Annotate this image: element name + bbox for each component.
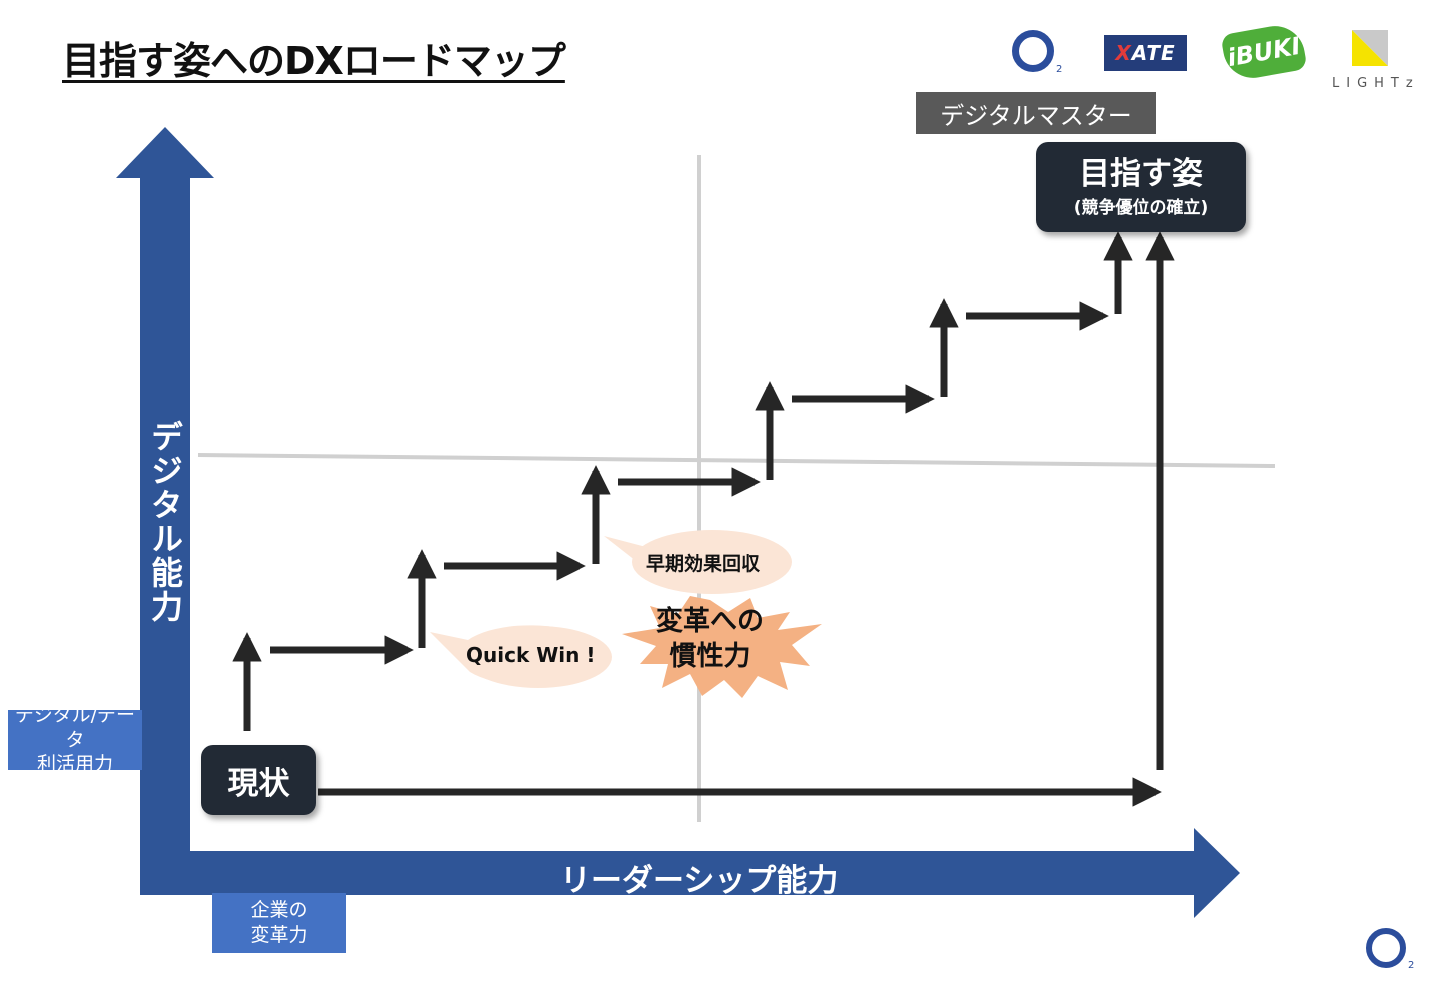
- inertia-label: 変革への 慣性力: [640, 604, 780, 674]
- x-axis-label: リーダーシップ能力: [560, 863, 839, 899]
- horizontal-guide-line: [197, 453, 1276, 468]
- quickwin-label: Quick Win !: [466, 643, 596, 667]
- x-axis-sub-label-line1: 企業の: [250, 899, 308, 922]
- quickwin-bubble: [464, 626, 612, 688]
- y-axis-sub-label: デジタル/データ 利活用力: [8, 704, 142, 775]
- digital-master-label: デジタルマスター: [916, 92, 1156, 134]
- lightz-logo: LIGHTz: [1332, 76, 1420, 91]
- inertia-label-line2: 慣性力: [669, 641, 751, 673]
- o2-logo-subscript: 2: [1056, 64, 1063, 75]
- xate-logo-x: X: [1115, 41, 1132, 65]
- goal-title: 目指す姿: [1079, 155, 1203, 192]
- o2-ring-icon-bottom: [1366, 928, 1406, 968]
- page-title: 目指す姿へのDXロードマップ: [62, 39, 566, 83]
- x-axis-arrow: [140, 828, 1240, 918]
- y-axis-sub-label-line2: 利活用力: [36, 753, 113, 776]
- xate-logo-rest: ATE: [1131, 41, 1176, 65]
- goal-box: 目指す姿 (競争優位の確立): [1036, 142, 1246, 232]
- inertia-label-line1: 変革への: [656, 606, 764, 637]
- current-state-box: 現状: [201, 745, 316, 815]
- y-axis-sub-label-line1: デジタル/データ: [14, 703, 136, 751]
- o2-ring-icon: [1012, 30, 1054, 72]
- early-recovery-label: 早期効果回収: [646, 553, 761, 575]
- early-recovery-bubble: [632, 530, 792, 594]
- y-axis-arrow: [116, 127, 214, 851]
- o2-logo-bottom: 2: [1366, 928, 1414, 971]
- lightz-logo-icon: [1352, 30, 1388, 66]
- inertia-starburst: [622, 596, 822, 698]
- y-axis-label: デジタル能力: [146, 420, 184, 624]
- o2-logo: 2: [1012, 30, 1062, 75]
- goal-subtitle: (競争優位の確立): [1073, 198, 1209, 219]
- x-axis-sub-label-line2: 変革力: [250, 924, 308, 946]
- o2-logo-bottom-subscript: 2: [1408, 960, 1415, 971]
- x-axis-sub-label: 企業の 変革力: [212, 893, 346, 953]
